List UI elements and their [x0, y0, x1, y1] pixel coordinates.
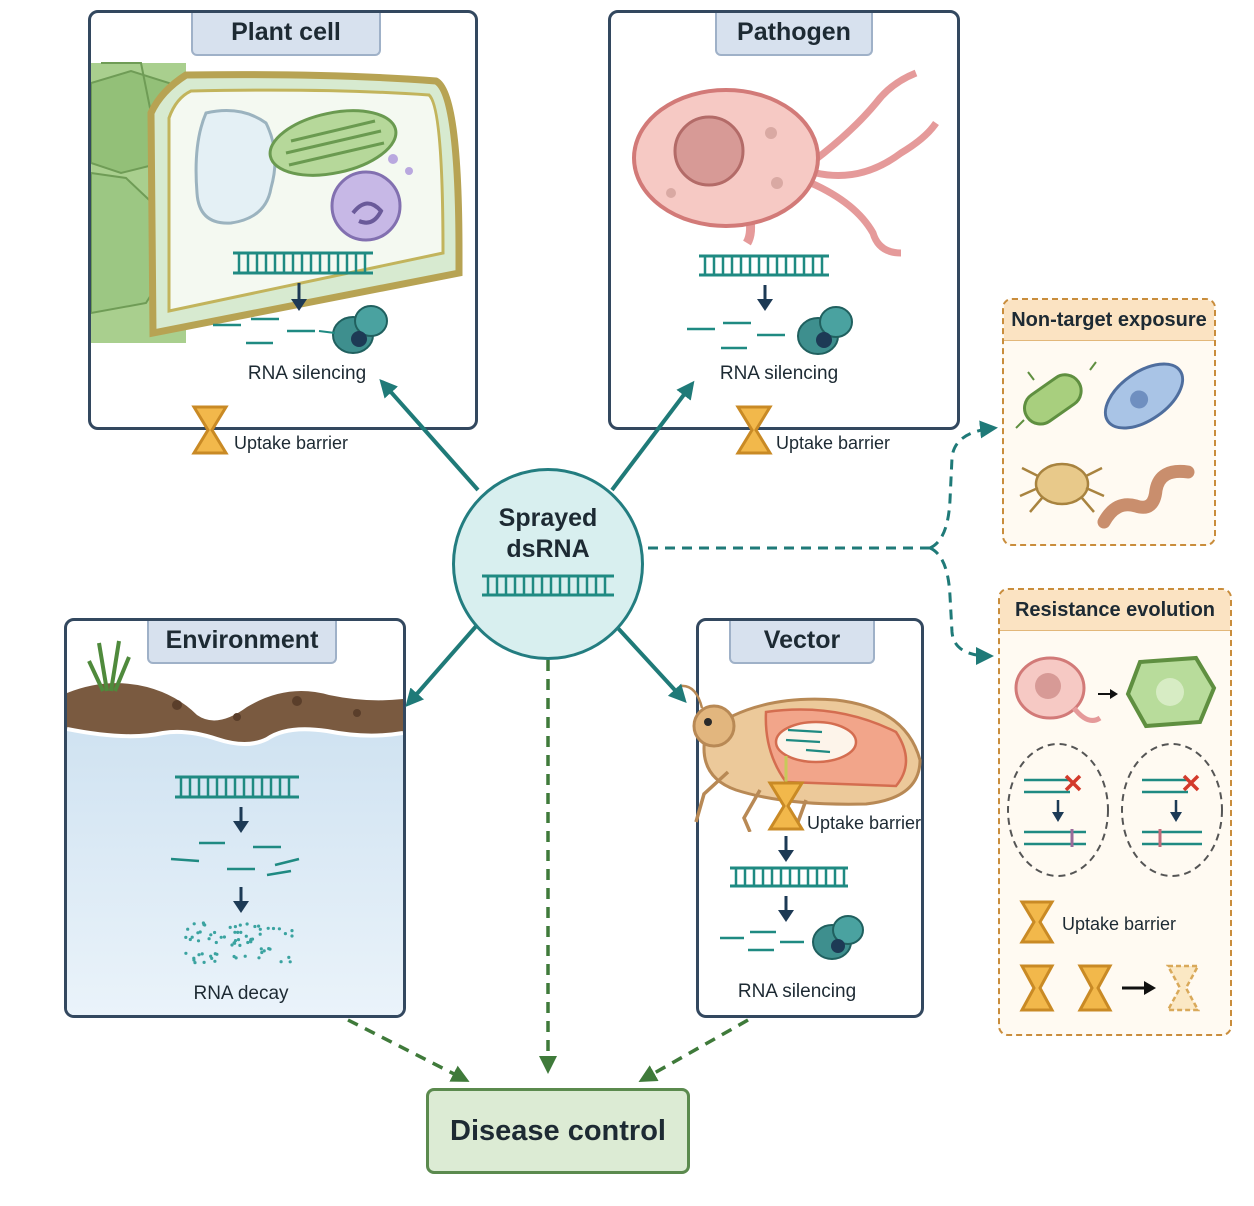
sprayed-dsrna-node: Sprayed dsRNA — [452, 468, 644, 660]
resistance-illustration — [1007, 655, 1223, 1012]
panel-environment: Environment RNA decay — [64, 618, 406, 1018]
plant-cell-barrier-label: Uptake barrier — [234, 433, 349, 453]
hourglass-barrier-icon — [767, 781, 805, 831]
bacterium-icon — [1023, 373, 1083, 426]
arrow-to-resistance — [929, 546, 994, 665]
dsrna-ladder-icon — [233, 251, 373, 275]
hourglass-barrier-icon — [191, 405, 229, 455]
protozoan-icon — [1103, 362, 1185, 430]
plant-cell-title: Plant cell — [191, 13, 381, 56]
center-line2: dsRNA — [506, 535, 590, 563]
panel-resistance-evolution: Resistance evolution Uptake barrier — [998, 588, 1232, 1036]
earthworm-icon — [1097, 464, 1195, 529]
pathogen-caption: RNA silencing — [719, 363, 839, 384]
insect-vector-icon — [679, 684, 922, 832]
mite-icon — [1019, 462, 1105, 513]
non-target-organisms — [1015, 361, 1195, 529]
hourglass-barrier-icon — [735, 405, 773, 455]
panel-non-target-exposure: Non-target exposure — [1002, 298, 1216, 546]
dicer-enzyme-icon — [332, 305, 388, 354]
disease-control-box: Disease control — [426, 1088, 690, 1174]
vector-rna-silencing-icon — [720, 836, 864, 960]
resistance-barrier-label: Uptake barrier — [1062, 914, 1177, 934]
panel-vector: Vector Uptake barrier RNA silencing — [696, 618, 924, 1018]
pathogen-barrier-label: Uptake barrier — [776, 433, 891, 453]
dicer-enzyme-icon — [797, 306, 853, 355]
arrow-to-non-target — [929, 420, 998, 550]
arrow-to-environment — [405, 622, 480, 708]
environment-caption: RNA decay — [193, 983, 289, 1004]
non-target-title: Non-target exposure — [1004, 300, 1214, 341]
arrow-vector-to-disease — [638, 1018, 749, 1082]
vector-barrier-label: Uptake barrier — [807, 813, 922, 833]
environment-title: Environment — [147, 621, 337, 664]
pathogen-illustration — [632, 69, 939, 355]
panel-pathogen: Pathogen RNA silencing — [608, 10, 960, 430]
arrow-environment-to-disease — [347, 1018, 470, 1082]
center-line1: Sprayed — [498, 504, 598, 532]
vector-caption: RNA silencing — [737, 981, 857, 1002]
pathogen-title: Pathogen — [715, 13, 873, 56]
panel-plant-cell: Plant cell RNA silencing — [88, 10, 478, 430]
plant-cell-caption: RNA silencing — [247, 363, 367, 384]
resistance-title: Resistance evolution — [1000, 590, 1230, 631]
plant-cell-illustration — [91, 62, 463, 354]
dsrna-ladder-icon — [482, 574, 614, 597]
mutation-x-icon — [1064, 774, 1200, 792]
environment-illustration — [67, 640, 403, 1015]
vector-title: Vector — [729, 621, 875, 664]
